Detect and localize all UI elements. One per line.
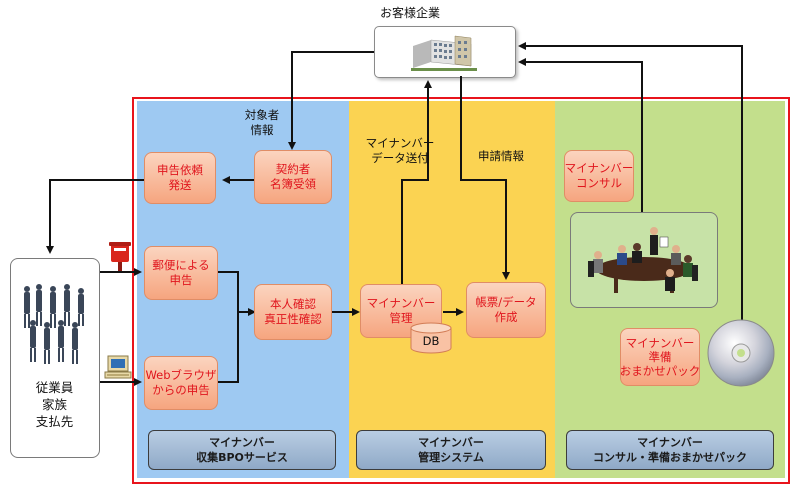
employees-label: 従業員 家族 支払先 [35, 380, 74, 429]
arrow-request-to-employees [46, 179, 144, 254]
employees-group-icon [24, 284, 84, 364]
meeting-illustration [570, 212, 718, 308]
footer-consult-pack: マイナンバー コンサル・準備おまかせパック [566, 430, 774, 470]
target-info-label: 対象者 情報 [244, 108, 280, 137]
arrow-web-to-check [218, 312, 239, 383]
arrow-mgmt-to-client [401, 80, 432, 286]
client-box [374, 26, 516, 78]
prep-pack-box: マイナンバー 準備 おまかせパック [620, 328, 700, 386]
client-title: お客様企業 [379, 6, 440, 20]
office-building-icon [411, 35, 477, 71]
form-creation-box: 帳票/データ 作成 [466, 282, 546, 338]
meeting-people-icon [588, 227, 698, 293]
arrow-postal-to-check [218, 271, 256, 316]
arrow-cd-to-client [518, 42, 743, 335]
employees-box: 従業員 家族 支払先 [10, 258, 100, 458]
footer-management-system: マイナンバー 管理システム [356, 430, 546, 470]
web-browser-box: Webブラウザ からの申告 [144, 356, 218, 410]
cd-disc-icon [707, 319, 775, 387]
application-info-label: 申請情報 [478, 149, 524, 163]
contract-roster-box: 契約者 名簿受領 [254, 150, 332, 204]
declaration-request-box: 申告依頼 発送 [144, 152, 216, 204]
computer-icon [104, 355, 132, 379]
arrow-consult-to-client [518, 58, 643, 212]
postal-declaration-box: 郵便による 申告 [144, 246, 218, 300]
arrow-client-to-roster [288, 51, 374, 150]
identity-check-box: 本人確認 真正性確認 [254, 284, 332, 340]
arrow-client-to-form [460, 76, 510, 280]
footer-bpo-service: マイナンバー 収集BPOサービス [148, 430, 336, 470]
mynumber-consult-box: マイナンバー コンサル [564, 150, 634, 202]
database-icon [410, 322, 452, 354]
db-label: DB [422, 334, 440, 348]
mynumber-send-label: マイナンバー データ送付 [365, 136, 435, 165]
mailbox-icon [109, 242, 131, 271]
